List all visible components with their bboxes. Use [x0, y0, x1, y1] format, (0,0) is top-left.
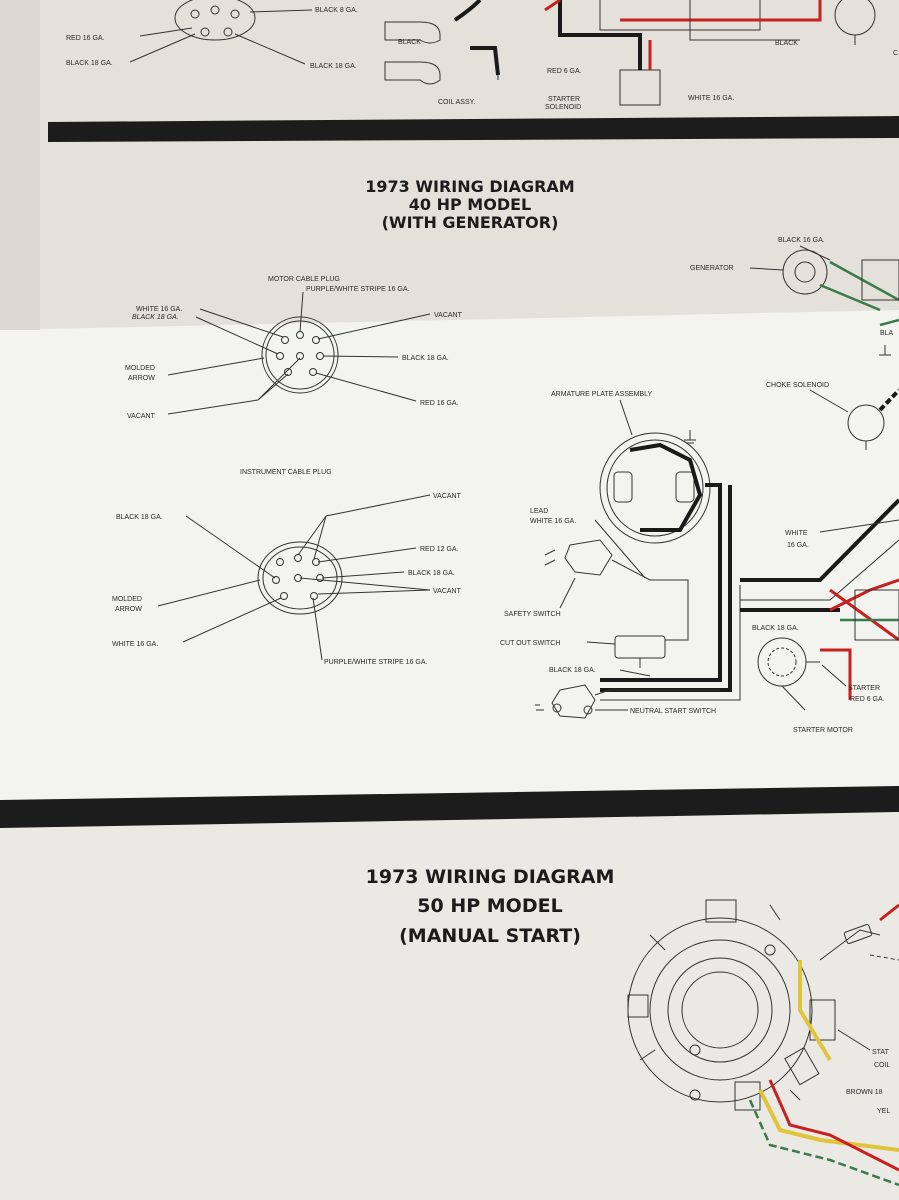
label-white-16ga: WHITE 16 GA. — [136, 306, 182, 313]
label-choke-solenoid: CHOKE SOLENOID — [766, 382, 829, 389]
label-molded: MOLDED — [125, 365, 155, 372]
label-white-16ga: WHITE 16 GA. — [688, 95, 734, 102]
label-vacant-bottom: VACANT — [127, 413, 156, 420]
title-50hp-line3: (MANUAL START) — [399, 925, 581, 947]
label-black-18ga-b: BLACK 18 GA. — [752, 625, 799, 632]
title-50hp-line2: 50 HP MODEL — [417, 895, 562, 917]
cut-out-switch-group: CUT OUT SWITCH BLACK 18 GA. — [500, 635, 666, 677]
stator-assembly: STAT COIL BROWN 18 YEL — [627, 899, 899, 1187]
neutral-start-switch-group: NEUTRAL START SWITCH — [535, 684, 720, 719]
top-plug-pin — [200, 27, 210, 37]
label-brown-18: BROWN 18 — [846, 1089, 883, 1096]
label-c-edge: C — [893, 50, 898, 57]
label-black-18ga-left: BLACK 18 GA. — [116, 514, 163, 521]
label-red-16ga: RED 16 GA. — [420, 400, 459, 407]
label-black-right: BLACK — [775, 40, 798, 47]
paper-top — [0, 0, 899, 330]
instrument-cable-plug: INSTRUMENT CABLE PLUG VACANT BLACK 18 GA… — [112, 469, 462, 666]
label-vacant-right: VACANT — [434, 312, 463, 319]
armature-plate-outline — [599, 432, 711, 544]
label-solenoid: SOLENOID — [545, 104, 581, 111]
safety-switch-icon — [564, 539, 613, 576]
instrument-plug-heading: INSTRUMENT CABLE PLUG — [240, 469, 332, 476]
separator-band-top — [48, 116, 899, 142]
top-plug-outline — [174, 0, 256, 41]
label-generator: GENERATOR — [690, 265, 734, 272]
label-armature: ARMATURE PLATE ASSEMBLY — [551, 391, 652, 398]
label-coil: COIL — [874, 1062, 890, 1069]
label-red-6ga: RED 6 GA. — [547, 68, 582, 75]
paper-middle — [0, 310, 899, 800]
instrument-plug-outline — [257, 541, 343, 615]
label-safety-switch: SAFETY SWITCH — [504, 611, 561, 618]
top-plug-pin — [230, 9, 240, 19]
generator-group: GENERATOR BLACK 16 GA. — [690, 237, 899, 312]
label-molded: MOLDED — [112, 596, 142, 603]
label-lead-white: WHITE 16 GA. — [530, 518, 576, 525]
label-arrow: ARROW — [115, 606, 142, 613]
top-partial-diagram: BLACK 8 GA. RED 16 GA. BLACK 18 GA. BLAC… — [66, 0, 898, 111]
label-cut-out-switch: CUT OUT SWITCH — [500, 640, 560, 647]
label-arrow: ARROW — [128, 375, 155, 382]
safety-switch-group: LEAD WHITE 16 GA. SAFETY SWITCH — [504, 508, 689, 641]
label-vacant-top: VACANT — [433, 493, 462, 500]
motor-plug-heading: MOTOR CABLE PLUG — [268, 276, 340, 283]
armature-plate-assembly: ARMATURE PLATE ASSEMBLY — [551, 391, 711, 544]
label-black-18ga-a: BLACK 18 GA. — [549, 667, 596, 674]
paper-bottom — [0, 800, 899, 1200]
starter-motor-group: BLACK 18 GA. WHITE 16 GA. STARTER MOTOR … — [752, 519, 899, 734]
motor-plug-outline — [261, 316, 339, 394]
label-black: BLACK — [398, 39, 421, 46]
label-16ga: 16 GA. — [787, 542, 809, 549]
label-coil-assy: COIL ASSY. — [438, 99, 475, 106]
top-plug-pin — [190, 9, 200, 19]
label-red-16ga: RED 16 GA. — [66, 35, 105, 42]
neutral-start-switch-icon — [551, 684, 596, 719]
label-bla-edge: BLA — [880, 330, 894, 337]
title-40hp-line1: 1973 WIRING DIAGRAM — [365, 177, 574, 196]
label-starter-motor: STARTER MOTOR — [793, 727, 853, 734]
title-50hp-line1: 1973 WIRING DIAGRAM — [366, 866, 615, 888]
motor-cable-plug: MOTOR CABLE PLUG PURPLE/WHITE STRIPE 16 … — [125, 276, 463, 420]
title-40hp-line2: 40 HP MODEL — [409, 195, 531, 214]
label-purple-white: PURPLE/WHITE STRIPE 16 GA. — [324, 659, 428, 666]
label-white-16ga: WHITE 16 GA. — [112, 641, 158, 648]
label-vacant-mid: VACANT — [433, 588, 462, 595]
choke-solenoid: CHOKE SOLENOID BLA — [766, 318, 899, 450]
label-black-16ga: BLACK 16 GA. — [778, 237, 825, 244]
label-black-18ga-right: BLACK 18 GA. — [310, 63, 357, 70]
top-plug-pin — [210, 5, 220, 15]
top-plug-pin — [223, 27, 233, 37]
separator-band-bottom — [0, 786, 899, 828]
label-lead: LEAD — [530, 508, 548, 515]
label-starter: STARTER — [548, 96, 580, 103]
label-stator: STAT — [872, 1049, 890, 1056]
label-red-12ga: RED 12 GA. — [420, 546, 459, 553]
label-starter-red-6ga: RED 6 GA. — [850, 696, 885, 703]
label-black-8ga: BLACK 8 GA. — [315, 7, 358, 14]
paper-left-fold — [0, 0, 40, 330]
label-black-18ga-small: BLACK 18 GA. — [132, 314, 179, 321]
label-white: WHITE — [785, 530, 808, 537]
label-yel: YEL — [877, 1108, 890, 1115]
coil-assembly-top — [384, 21, 441, 44]
generator-icon — [782, 249, 828, 295]
coil-assembly-bottom — [384, 61, 441, 85]
label-black-18ga: BLACK 18 GA. — [66, 60, 113, 67]
label-purple-white: PURPLE/WHITE STRIPE 16 GA. — [306, 286, 410, 293]
label-black-18ga: BLACK 18 GA. — [402, 355, 449, 362]
label-black-18ga-right: BLACK 18 GA. — [408, 570, 455, 577]
label-neutral-start-switch: NEUTRAL START SWITCH — [630, 708, 716, 715]
title-40hp-line3: (WITH GENERATOR) — [382, 213, 559, 232]
label-starter: STARTER — [848, 685, 880, 692]
